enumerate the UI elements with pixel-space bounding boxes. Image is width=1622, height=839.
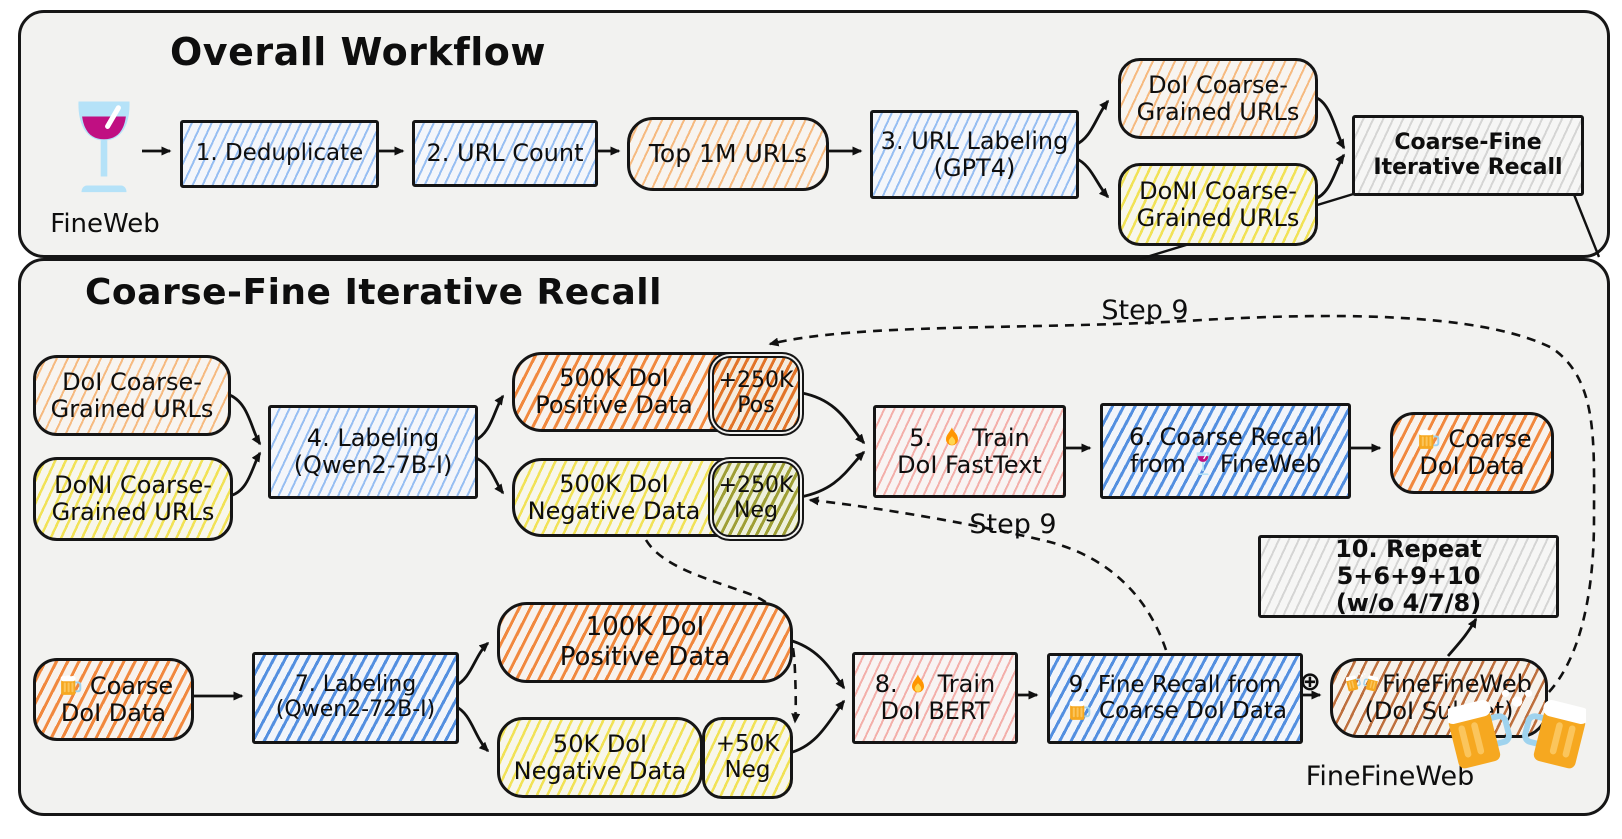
beer-mug-icon [1416,428,1440,452]
node-doi-coarse-urls-2-line2: Grained URLs [50,394,214,423]
node-coarse-doi-data-line1: Coarse [1448,425,1532,454]
node-plus-250k-pos-line2: Pos [737,393,775,418]
beer-mug-icon [58,674,82,698]
node-fine-recall-9: 9. Fine Recall from Coarse DoI Data [1047,653,1303,744]
node-train-fasttext: 5. Train DoI FastText [873,405,1066,498]
step9-label-mid: Step 9 [969,509,1057,540]
node-deduplicate-label: 1. Deduplicate [195,140,364,167]
node-500k-negative-line1: 500K DoI [559,469,669,498]
node-50k-negative: 50K DoI Negative Data [497,717,703,798]
node-coarse-doi-data-2-line2: DoI Data [60,698,167,727]
node-train-bert-line2: DoI BERT [880,697,990,725]
node-labeling-7-line1: 7. Labeling [294,672,417,698]
node-deduplicate: 1. Deduplicate [180,120,379,188]
wine-glass-icon [68,88,140,208]
node-plus-50k-neg: +50K Neg [702,717,793,799]
node-doi-coarse-urls-2: DoI Coarse- Grained URLs [33,355,231,436]
node-doi-coarse-urls-2-line1: DoI Coarse- [62,367,202,396]
node-fine-recall-9-line1: 9. Fine Recall from [1068,671,1282,698]
node-500k-positive-line2: Positive Data [535,391,693,419]
node-top-1m-urls-label: Top 1M URLs [648,139,808,168]
node-coarse-fine-recall-ref: Coarse-Fine Iterative Recall [1352,115,1584,196]
node-doni-coarse-urls: DoNI Coarse- Grained URLs [1118,163,1318,246]
node-coarse-doi-data-line2: DoI Data [1419,452,1525,480]
node-doni-coarse-urls-line2: Grained URLs [1136,203,1300,232]
node-repeat-10: 10. Repeat 5+6+9+10 (w/o 4/7/8) [1258,535,1559,618]
step9-label-top: Step 9 [1101,295,1189,326]
node-plus-250k-neg-line1: +250K [718,473,794,499]
node-train-fasttext-line1: Train [972,423,1030,452]
node-plus-250k-neg: +250K Neg [712,461,800,537]
node-plus-50k-neg-line2: Neg [724,757,771,783]
node-url-labeling-line2: (GPT4) [933,153,1016,182]
node-doni-coarse-urls-line1: DoNI Coarse- [1139,176,1297,205]
node-plus-250k-pos-line1: +250K [718,368,794,394]
node-labeling-4: 4. Labeling (Qwen2-7B-I) [268,405,478,499]
node-doi-coarse-urls-line1: DoI Coarse- [1148,70,1288,99]
node-coarse-doi-data-2: Coarse DoI Data [33,658,194,741]
finefineweb-output-label: FineFineWeb [1305,761,1475,792]
node-500k-negative-line2: Negative Data [527,496,701,525]
node-50k-negative-line1: 50K DoI [552,729,648,758]
node-coarse-recall-6: 6. Coarse Recall from FineWeb [1100,403,1351,499]
node-coarse-fine-recall-ref-line1: Coarse-Fine [1394,129,1542,155]
node-plus-250k-pos: +250K Pos [712,356,800,432]
node-100k-positive: 100K DoI Positive Data [497,602,793,683]
node-coarse-doi-data-2-line1: Coarse [89,671,174,700]
node-doni-coarse-urls-2-line2: Grained URLs [51,498,215,526]
fire-icon [906,673,930,697]
node-train-bert-step: 8. [874,670,898,699]
fineweb-source-label: FineWeb [50,209,160,239]
node-labeling-7: 7. Labeling (Qwen2-72B-I) [252,652,459,744]
node-train-bert-line1: Train [937,670,996,699]
node-url-count: 2. URL Count [412,120,598,187]
node-url-labeling-line1: 3. URL Labeling [880,126,1069,155]
node-labeling-7-line2: (Qwen2-72B-I) [275,697,436,722]
node-coarse-fine-recall-ref-line2: Iterative Recall [1373,154,1563,180]
node-train-fasttext-step: 5. [909,423,933,452]
wine-glass-icon [1194,451,1212,477]
node-plus-50k-neg-line1: +50K [715,731,780,758]
node-url-labeling: 3. URL Labeling (GPT4) [870,110,1079,199]
node-train-fasttext-line2: DoI FastText [897,450,1042,479]
node-500k-positive-line1: 500K DoI [559,364,669,393]
node-doi-coarse-urls-line2: Grained URLs [1136,97,1300,126]
node-100k-positive-line1: 100K DoI [585,612,705,643]
node-doni-coarse-urls-2-line1: DoNI Coarse- [54,471,212,500]
oplus-symbol: ⊕ [1299,667,1321,697]
node-fine-recall-9-line2: Coarse DoI Data [1099,697,1287,724]
node-url-count-label: 2. URL Count [426,139,584,168]
node-doni-coarse-urls-2: DoNI Coarse- Grained URLs [33,457,233,541]
overall-workflow-title: Overall Workflow [170,30,546,74]
node-coarse-recall-6-line2a: from [1130,450,1186,478]
beer-mug-icon [1067,699,1091,723]
node-coarse-recall-6-line2b: FineWeb [1219,450,1321,478]
node-doi-coarse-urls: DoI Coarse- Grained URLs [1118,58,1318,139]
node-labeling-4-line1: 4. Labeling [306,424,440,453]
clinking-mugs-icon [1444,684,1590,798]
node-coarse-recall-6-line1: 6. Coarse Recall [1128,423,1323,452]
node-100k-positive-line2: Positive Data [559,641,731,672]
node-repeat-10-line2: (w/o 4/7/8) [1335,588,1482,617]
node-train-bert: 8. Train DoI BERT [852,652,1018,744]
coarse-fine-recall-title: Coarse-Fine Iterative Recall [85,272,662,313]
fire-icon [940,426,964,450]
node-50k-negative-line2: Negative Data [513,756,687,785]
node-labeling-4-line2: (Qwen2-7B-I) [293,451,453,479]
node-coarse-doi-data: Coarse DoI Data [1390,412,1554,494]
node-top-1m-urls: Top 1M URLs [627,117,829,191]
node-plus-250k-neg-line2: Neg [734,498,778,523]
node-finefineweb: FineFineWeb (DoI Subset) [1330,658,1548,738]
clinking-mugs-icon [1345,672,1379,698]
node-repeat-10-line1: 10. Repeat 5+6+9+10 [1335,535,1482,591]
